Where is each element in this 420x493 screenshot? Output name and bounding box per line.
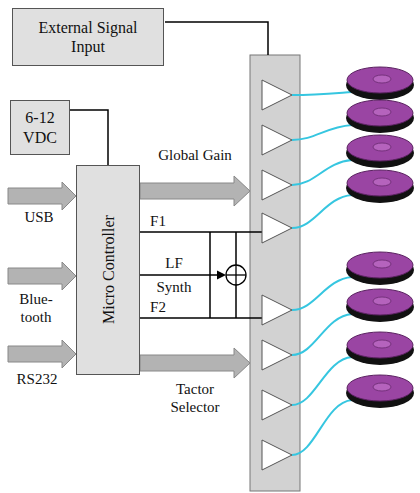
- summing-junction: [226, 265, 246, 285]
- amplifier-triangle: [262, 390, 292, 420]
- amplifier-triangle: [262, 80, 292, 110]
- tactor-lead: [292, 160, 352, 185]
- tactor-center: [373, 108, 391, 116]
- tactor-disc: [347, 252, 413, 278]
- lf-wire: [140, 274, 220, 276]
- signal-label: RS232: [6, 370, 68, 388]
- tactor-lead: [292, 357, 352, 405]
- controller-box: Micro Controller: [76, 165, 140, 375]
- power-wire: [70, 110, 108, 165]
- tactor-disc: [347, 332, 413, 358]
- signal-text: LF Synth: [156, 255, 191, 295]
- bluetooth-arrow: [8, 262, 76, 290]
- f1-wire: [140, 231, 263, 233]
- tactor-lead: [292, 277, 352, 310]
- box-label: External Signal Input: [33, 18, 143, 56]
- signal-wire: [165, 22, 268, 55]
- signal-text: F2: [150, 299, 166, 315]
- mix-wire: [235, 232, 237, 318]
- usb-arrow: [8, 182, 76, 210]
- tactor-lead: [292, 314, 352, 355]
- amplifiers: [262, 80, 292, 470]
- box-label: 6-12 VDC: [17, 108, 63, 146]
- tactor-disc: [347, 67, 413, 93]
- signal-label: Blue- tooth: [14, 290, 58, 326]
- amplifier-triangle: [262, 340, 292, 370]
- gain-arrow: [140, 176, 250, 206]
- tactor-lead: [292, 92, 352, 95]
- signal-label: F1: [146, 212, 170, 230]
- tactor-center: [373, 143, 391, 151]
- summing-cross: [235, 265, 236, 285]
- amplifier-triangle: [262, 125, 292, 155]
- tactor-center: [373, 75, 391, 83]
- tactor-center: [373, 260, 391, 268]
- tactor-center: [373, 340, 391, 348]
- signal-label: Tactor Selector: [150, 380, 240, 416]
- tactor-lead: [292, 125, 352, 140]
- signal-label: USB: [14, 208, 64, 226]
- tactor-lead: [292, 195, 352, 228]
- amplifier-triangle: [262, 213, 292, 243]
- tactor-disc: [347, 289, 413, 315]
- amplifier-triangle: [262, 295, 292, 325]
- tactor-disc: [347, 135, 413, 161]
- amplifier-bank: [250, 55, 300, 491]
- tactor-disc: [347, 170, 413, 196]
- box-label: Micro Controller: [98, 216, 117, 325]
- signal-text: Blue- tooth: [19, 291, 52, 325]
- signal-label: F2: [146, 298, 170, 316]
- signal-text: Tactor Selector: [170, 381, 219, 415]
- f2-wire: [140, 317, 263, 319]
- tactors: [292, 67, 414, 455]
- tactor-center: [373, 297, 391, 305]
- tactor-disc: [347, 100, 413, 126]
- lf-arrowhead: [217, 271, 226, 280]
- signal-text: USB: [24, 209, 53, 225]
- signal-label: LF Synth: [150, 251, 198, 299]
- signal-text: F1: [150, 213, 166, 229]
- tactor-center: [373, 178, 391, 186]
- power-box: 6-12 VDC: [10, 100, 70, 155]
- rs232-arrow: [8, 340, 76, 368]
- signal-label: Global Gain: [150, 146, 240, 164]
- input-box: External Signal Input: [12, 8, 164, 66]
- selector-arrow: [140, 348, 250, 378]
- tactor-disc: [347, 375, 413, 401]
- amplifier-triangle: [262, 440, 292, 470]
- tactor-lead: [292, 400, 352, 455]
- signal-text: Global Gain: [158, 147, 232, 163]
- signal-text: RS232: [17, 371, 58, 387]
- amplifier-triangle: [262, 170, 292, 200]
- tactor-center: [373, 383, 391, 391]
